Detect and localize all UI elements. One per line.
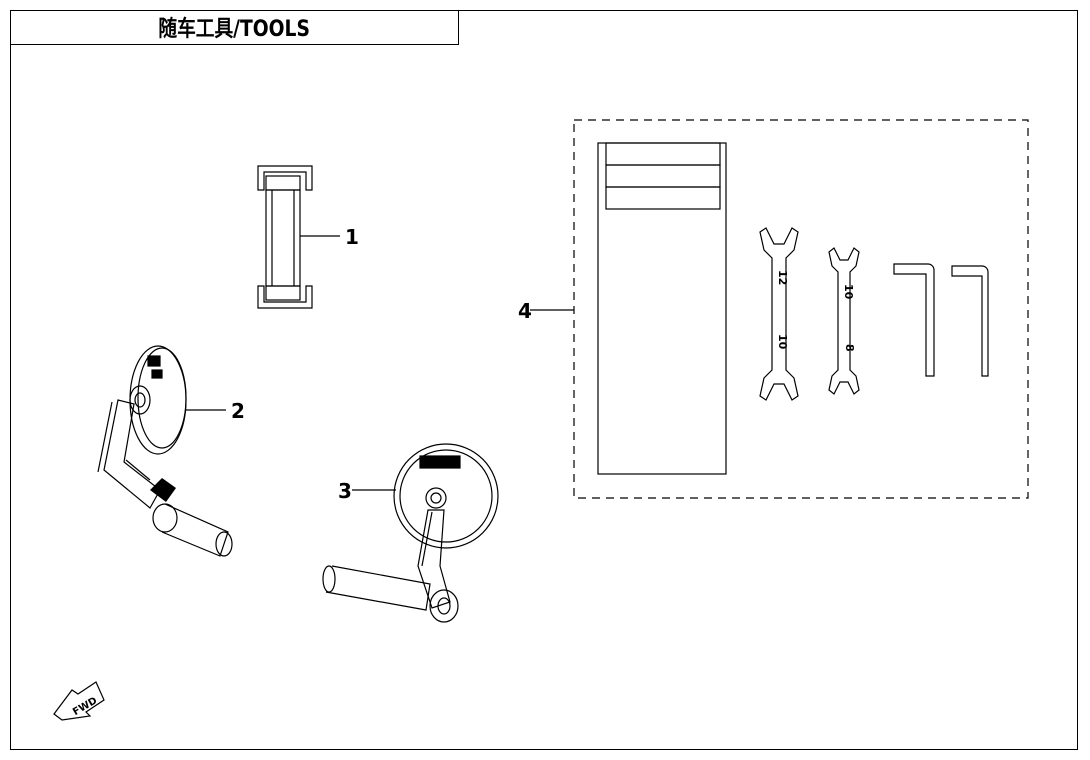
wrench-10-8 [828,247,860,395]
title-block: 随车工具/TOOLS [10,10,459,45]
callout-1: 1 [345,225,359,249]
callout-4: 4 [518,299,532,323]
hex-key-small [951,265,989,377]
hex-key-large [893,263,935,377]
tool-pouch [597,142,727,475]
part-3-mirror-right [322,443,499,623]
part-4-tool-kit [530,119,1029,499]
fwd-label: FWD [71,695,99,718]
drawing-frame [10,10,1078,750]
callout-3: 3 [338,479,352,503]
part-1-strap [257,165,340,309]
fwd-arrow-icon: FWD [53,681,105,721]
wrench1-size-top: 12 [776,270,789,285]
callout-2: 2 [231,399,245,423]
tool-kit-boundary [573,119,1029,499]
part-2-mirror-left [97,345,233,557]
wrench2-size-bottom: 8 [843,344,856,352]
wrench2-size-top: 10 [842,284,855,300]
page-title: 随车工具/TOOLS [158,17,310,42]
wrench1-size-bottom: 10 [776,334,789,350]
wrench-12-10 [759,227,799,401]
